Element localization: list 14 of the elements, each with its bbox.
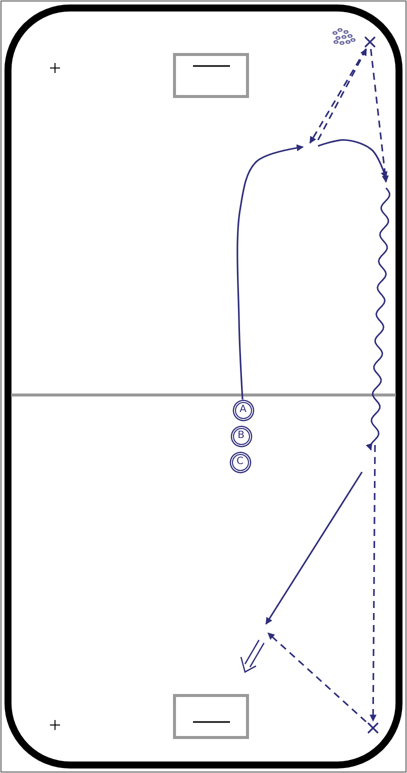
pass-arrow xyxy=(267,632,367,722)
pass-arrow xyxy=(317,48,367,140)
player-letter: B xyxy=(238,431,244,441)
player-letter: C xyxy=(236,457,244,467)
player-letter: A xyxy=(240,405,246,415)
player-circle xyxy=(234,402,252,418)
pass-arrow xyxy=(370,48,389,183)
player-circle xyxy=(232,428,250,444)
player-circle xyxy=(232,454,248,470)
skating-arrow xyxy=(236,144,304,400)
coach-cross xyxy=(366,721,380,735)
coach-cross xyxy=(363,35,377,49)
pass-arrow xyxy=(309,48,367,144)
pass-arrow xyxy=(370,445,377,722)
